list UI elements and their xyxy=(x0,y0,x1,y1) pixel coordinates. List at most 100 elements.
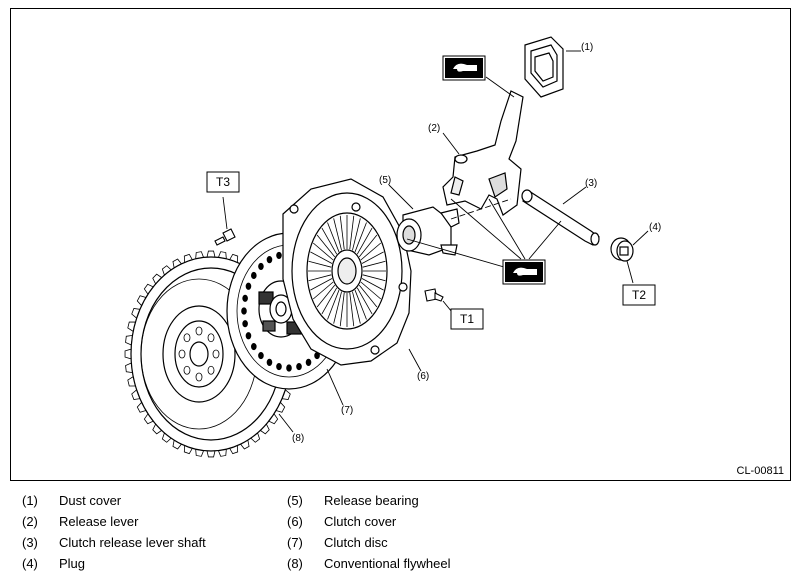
spring-finger xyxy=(349,292,355,327)
legend-label: Conventional flywheel xyxy=(324,556,451,571)
spring-finger xyxy=(360,281,382,300)
spring-finger xyxy=(316,234,336,258)
bolt-hole xyxy=(183,365,191,375)
rivet xyxy=(286,364,292,372)
flywheel-bolt-holes xyxy=(178,326,220,382)
torque-label-t2: T2 xyxy=(622,284,656,306)
legend-number: (1) xyxy=(22,493,38,508)
gear-tooth xyxy=(206,250,216,258)
plug xyxy=(610,237,634,262)
bolt-hole xyxy=(195,326,203,336)
bolt-hole xyxy=(212,349,220,359)
svg-text:T1: T1 xyxy=(460,312,474,326)
callout-2: (2) xyxy=(428,123,440,134)
spring-finger xyxy=(362,274,386,282)
svg-text:T2: T2 xyxy=(632,288,646,302)
spring-finger xyxy=(333,291,342,324)
grease-icon xyxy=(442,55,486,81)
callout-6: (6) xyxy=(417,371,429,382)
release-lever-shaft xyxy=(521,189,600,246)
spring-finger xyxy=(362,260,386,268)
rivet xyxy=(245,282,252,290)
spring-finger xyxy=(333,218,342,251)
spring-finger xyxy=(339,292,345,327)
spring-finger xyxy=(354,289,367,320)
bolt-hole xyxy=(195,372,203,382)
leader-lines xyxy=(222,50,649,433)
spring-finger xyxy=(321,287,338,315)
legend-number: (3) xyxy=(22,535,38,550)
legend-label: Dust cover xyxy=(59,493,122,508)
rivet xyxy=(276,251,282,260)
bolt-hole xyxy=(207,365,215,375)
legend-number: (2) xyxy=(22,514,38,529)
rivet xyxy=(258,262,264,271)
spring-finger xyxy=(321,227,338,255)
clutch-cover xyxy=(282,178,412,366)
spring-finger xyxy=(361,278,384,291)
spring-finger xyxy=(352,291,361,324)
spring-finger xyxy=(352,218,361,251)
legend-label: Clutch disc xyxy=(324,535,388,550)
parts-legend: (1) Dust cover (2) Release lever (3) Clu… xyxy=(0,490,804,583)
callout-1: (1) xyxy=(581,42,593,53)
dust-cover xyxy=(524,36,564,98)
spring-finger xyxy=(312,281,334,300)
rivet xyxy=(258,351,264,360)
rivet xyxy=(305,358,312,366)
rivet xyxy=(296,362,302,371)
rivet xyxy=(242,320,248,328)
bolt-hole xyxy=(178,349,186,359)
legend-number: (7) xyxy=(287,535,303,550)
rivet xyxy=(241,307,247,315)
spring-finger xyxy=(308,260,332,268)
diagram-code: CL-00811 xyxy=(736,465,785,477)
rivet xyxy=(266,358,273,366)
rivet xyxy=(242,294,248,302)
spring-finger xyxy=(316,284,336,308)
rivet xyxy=(251,342,257,351)
callout-8: (8) xyxy=(292,433,304,444)
diagram-frame: T3 T1 T2 (1) (2) (3) (4) (5) (6) (7) (8)… xyxy=(10,8,791,481)
rivet xyxy=(251,271,257,280)
exploded-view-diagram: T3 T1 T2 (1) (2) (3) (4) (5) (6) (7) (8) xyxy=(124,36,661,458)
rivet xyxy=(276,362,282,371)
spring-finger xyxy=(356,287,373,315)
bolt-t1 xyxy=(424,288,444,302)
spring-finger xyxy=(358,284,378,308)
spring-finger xyxy=(360,242,382,261)
spring-finger xyxy=(310,278,333,291)
legend-label: Clutch release lever shaft xyxy=(59,535,206,550)
legend-label: Release bearing xyxy=(324,493,419,508)
legend-number: (8) xyxy=(287,556,303,571)
callout-3: (3) xyxy=(585,178,597,189)
spring-finger xyxy=(358,234,378,258)
svg-text:T3: T3 xyxy=(216,175,230,189)
spring-finger xyxy=(339,215,345,250)
spring-finger xyxy=(327,222,340,253)
spring-finger xyxy=(354,222,367,253)
torque-label-t3: T3 xyxy=(206,171,240,193)
rivet xyxy=(245,332,252,340)
callout-5: (5) xyxy=(379,175,391,186)
spring-finger xyxy=(310,251,333,264)
spring-finger xyxy=(356,227,373,255)
torque-label-t1: T1 xyxy=(450,308,484,330)
rivet xyxy=(266,256,273,264)
callout-7: (7) xyxy=(341,405,353,416)
spring-finger xyxy=(312,242,334,261)
spring-finger xyxy=(349,215,355,250)
legend-number: (6) xyxy=(287,514,303,529)
spring-finger xyxy=(327,289,340,320)
bolt-hole xyxy=(207,333,215,343)
grease-icon xyxy=(502,259,546,285)
legend-number: (4) xyxy=(22,556,38,571)
spring-finger xyxy=(361,251,384,264)
release-bearing xyxy=(396,206,460,256)
bolt-hole xyxy=(183,333,191,343)
gear-tooth xyxy=(206,450,216,458)
spring-finger xyxy=(308,274,332,282)
legend-label: Plug xyxy=(59,556,86,571)
bolt-t3 xyxy=(214,228,236,246)
gear-tooth xyxy=(124,348,132,360)
